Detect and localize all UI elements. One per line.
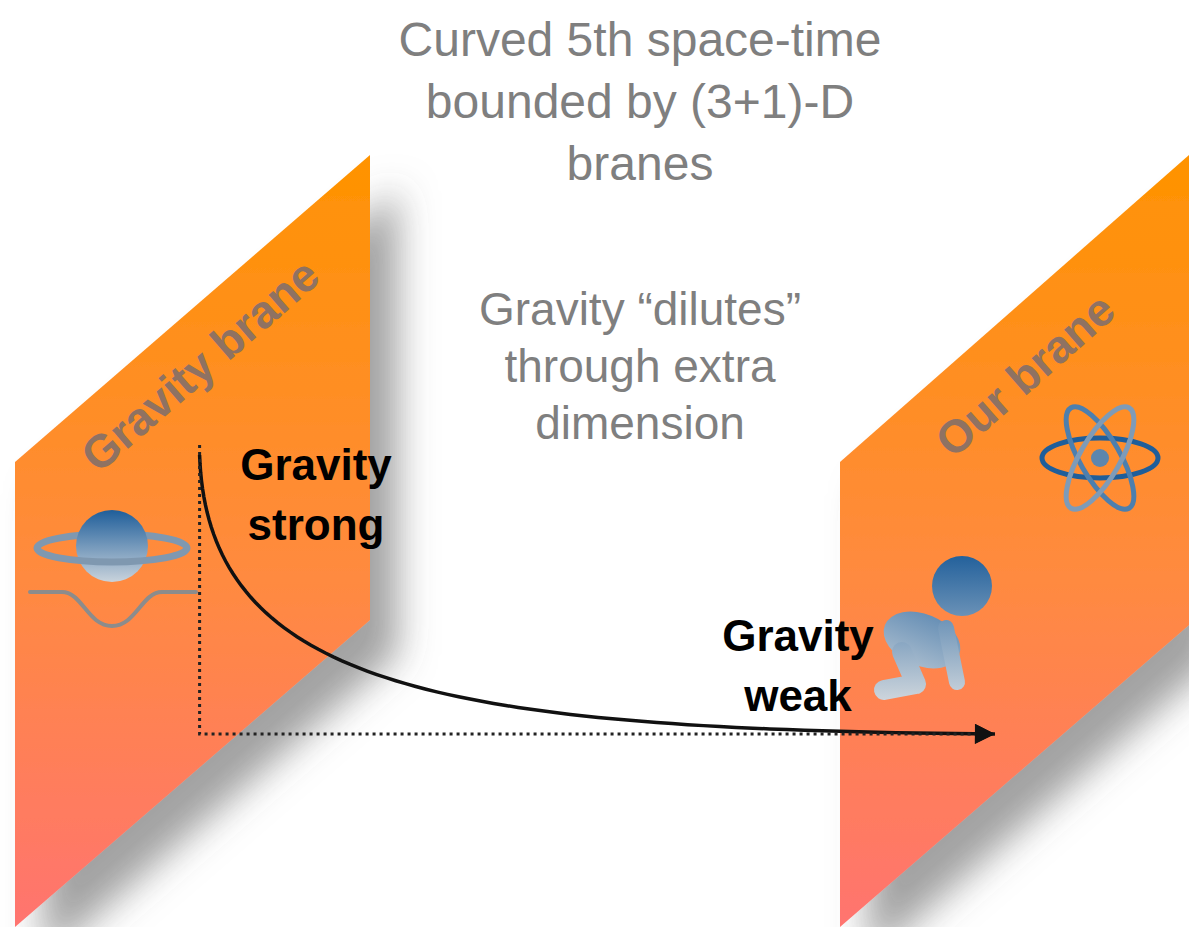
annotation: Gravity “dilutes” through extra dimensio…	[440, 281, 840, 452]
edge-note-holder: Gravity strong	[226, 435, 406, 555]
brane-fill	[840, 155, 1189, 927]
brane: Our brane	[840, 155, 1189, 927]
diagram-title: Curved 5th space-time bounded by (3+1)-D…	[360, 9, 920, 195]
diagram-title-holder: Curved 5th space-time bounded by (3+1)-D…	[360, 9, 920, 195]
annotation-holder: Gravity “dilutes” through extra dimensio…	[440, 281, 840, 452]
edge-note-holder: Gravity weak	[698, 606, 898, 726]
edge-note: Gravity strong	[226, 435, 406, 555]
brane-shape	[840, 155, 1189, 927]
edge-note: Gravity weak	[698, 606, 898, 726]
